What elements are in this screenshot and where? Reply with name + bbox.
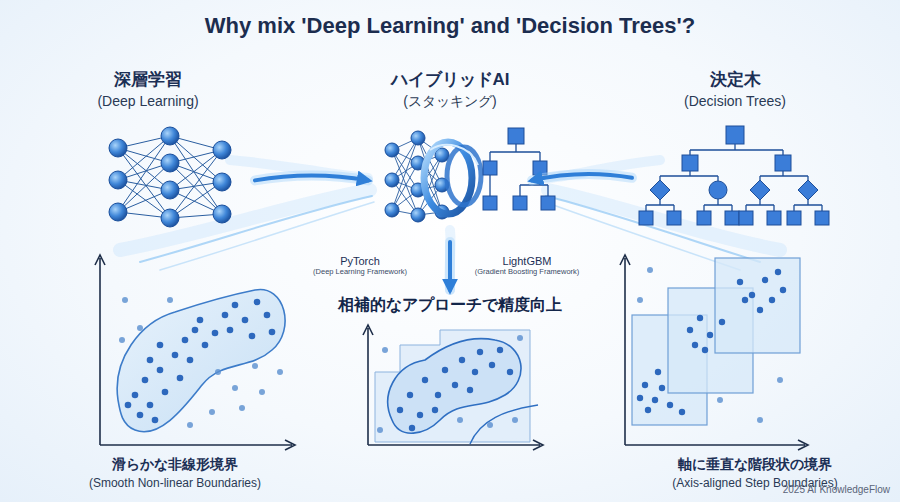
diagram-title: Why mix 'Deep Learning' and 'Decision Tr… [0,13,900,39]
framework-note: (Deep Learning Framework) [290,268,430,276]
panel-heading: ハイブリッドAI [368,70,532,90]
panel-subheading: (スタッキング) [368,93,532,109]
arrow-line [532,174,632,180]
panel-subheading: (Deep Learning) [68,93,228,109]
panel-heading: 深層学習 [68,70,228,90]
scatter-plot [95,255,295,450]
arrow-glow [445,242,455,290]
plot-caption: 滑らかな非線形境界 [65,456,285,472]
flow-arrow [255,175,368,180]
concept-panel: 決定木 (Decision Trees) [632,66,840,238]
scatter-plot [363,325,543,450]
neural-network [109,127,231,227]
concept-panel: 軸に垂直な階段状の境界(Axis-aligned Step Boundaries… [620,250,845,495]
flow-arrow [532,174,632,180]
framework-name: LightGBM [467,255,587,267]
panel-subheading: (Decision Trees) [655,93,815,109]
framework-note: (Gradient Boosting Framework) [457,268,597,276]
plot-caption: 軸に垂直な階段状の境界 [645,456,865,472]
flow-arrow [450,242,451,290]
result-heading: 相補的なアプローチで精度向上 [335,296,565,314]
watermark: 2025 AI KnowledgeFlow [740,484,890,495]
hybrid-symbol [385,128,555,222]
plot-subcaption: (Smooth Non-linear Boundaries) [65,477,285,491]
framework-name: PyTorch [300,255,420,267]
scatter-plot [620,255,808,450]
concept-panel: 相補的なアプローチで精度向上 [335,290,565,452]
concept-panel: 深層学習 (Deep Learning) [68,66,255,242]
arrow-glow [255,175,368,180]
concept-panel: 滑らかな非線形境界 (Smooth Non-linear Boundaries) [65,250,300,495]
panel-heading: 決定木 [655,70,815,90]
arrow-glow [532,174,632,180]
flow-swoosh [120,160,780,290]
arrow-line [448,242,452,290]
concept-panel: ハイブリッドAI (スタッキング) [368,66,532,242]
decision-tree [639,126,829,225]
arrow-line [255,175,368,180]
